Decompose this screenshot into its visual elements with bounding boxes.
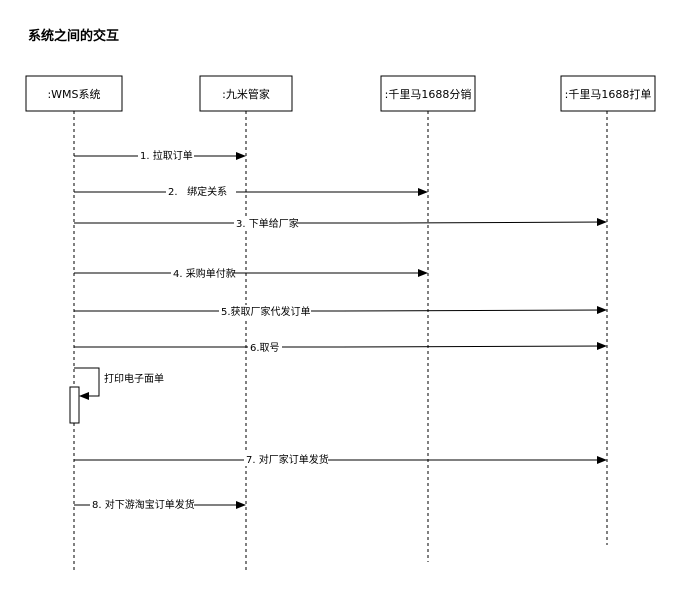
message-label-bg-5 [219,305,311,318]
message-label-5: 5.获取厂家代发订单 [221,305,311,318]
participant-label-qlm-fx: :千里马1688分销 [385,87,472,101]
message-label-3: 3. 下单给厂家 [236,217,299,230]
self-message-arrow [74,367,100,400]
message-label-8: 8. 对下游淘宝订单发货 [92,498,195,511]
participant-box-wms [25,75,123,112]
message-label-bg-6 [248,341,282,354]
diagram-title: 系统之间的交互 [28,29,120,44]
participant-box-jiumi [199,75,293,112]
participant-label-jiumi: :九米管家 [222,87,270,101]
message-label-bg-8 [90,498,194,511]
message-label-bg-3 [234,217,296,230]
activation-bar [69,386,80,424]
participant-box-qlm-dd [560,75,656,112]
message-label-7: 7. 对厂家订单发货 [246,453,329,466]
message-label-bg-7 [244,453,328,466]
message-arrow-5 [74,306,607,315]
message-arrow-3 [74,218,607,227]
self-message-label: 打印电子面单 [104,372,164,385]
message-label-1: 1. 拉取订单 [140,149,193,162]
message-label-bg-1 [138,149,194,162]
message-label-bg-4 [171,267,233,280]
message-label-6: 6.取号 [250,342,280,354]
message-label-2: 2. 绑定关系 [168,185,227,198]
message-label-bg-2 [166,185,236,198]
participant-label-wms: :WMS系统 [47,88,100,101]
message-arrow-6 [74,342,607,351]
participant-box-qlm-fx [380,75,476,112]
participant-label-qlm-dd: :千里马1688打单 [565,87,652,101]
message-label-4: 4. 采购单付款 [173,267,236,280]
